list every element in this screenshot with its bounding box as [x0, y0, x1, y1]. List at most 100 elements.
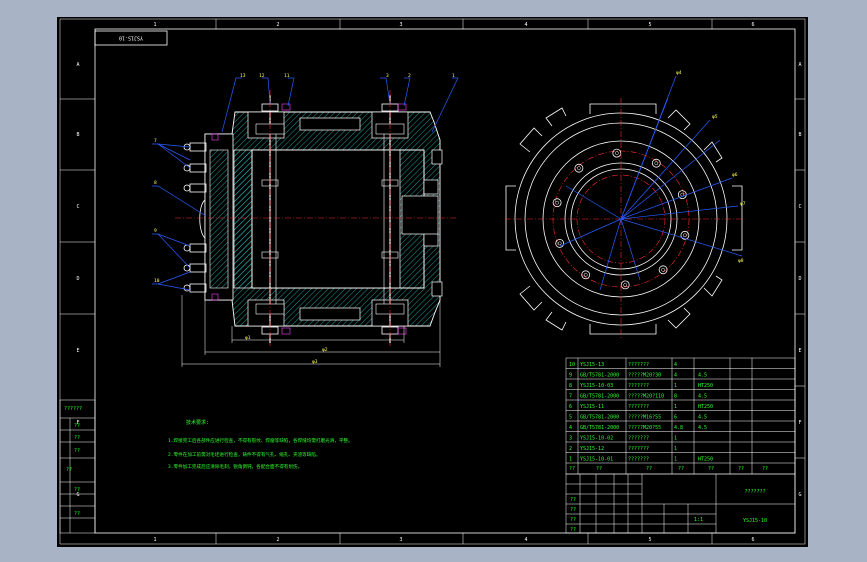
- section-leaders: [152, 77, 459, 291]
- title-left-3: ??: [570, 527, 576, 533]
- balloon-3: 3: [386, 73, 389, 79]
- column-label-bottom: 6: [751, 537, 754, 543]
- left-strip-5: ??: [74, 487, 80, 493]
- bom-cell-qty: 4.8: [674, 425, 683, 431]
- svg-text:φ5: φ5: [712, 114, 718, 120]
- bom-header-cell: ??: [596, 466, 602, 472]
- svg-text:φ1: φ1: [245, 335, 251, 341]
- balloon-2: 2: [408, 73, 411, 79]
- title-left-1: ??: [570, 507, 576, 513]
- column-label-top: 3: [399, 22, 402, 28]
- column-label-top: 4: [524, 22, 527, 28]
- bom-cell-no: 1: [569, 457, 572, 463]
- column-label-bottom: 5: [648, 537, 651, 543]
- bom-cell-qty: 6: [674, 415, 677, 421]
- bom-cell-name: ???????: [628, 383, 649, 389]
- bom-cell-code: YSJ15-11: [580, 404, 604, 410]
- svg-text:φ4: φ4: [676, 70, 682, 76]
- svg-text:φ7: φ7: [740, 201, 746, 207]
- bom-cell-code: GB/T5781-2000: [580, 373, 619, 379]
- column-label-top: 2: [276, 22, 279, 28]
- drawing-code-box-frame: [94, 30, 168, 46]
- column-label-top: 5: [648, 22, 651, 28]
- bom-cell-name: ???????: [628, 436, 649, 442]
- bom-cell-mat: HT250: [698, 457, 713, 463]
- bolt-hole: [658, 265, 668, 275]
- bom-cell-code: GB/T5781-2000: [580, 415, 619, 421]
- row-label-right: B: [798, 132, 801, 138]
- bom-cell-code: YSJ15-12: [580, 446, 604, 452]
- title-left-0: ??: [570, 497, 576, 503]
- bom-cell-no: 2: [569, 446, 572, 452]
- nut-highlights: [211, 103, 407, 335]
- balloon-10: 10: [154, 278, 160, 284]
- bom-cell-qty: 1: [674, 436, 677, 442]
- bom-cell-name: ?????M20?55: [628, 425, 661, 431]
- bom-cell-code: GB/T5781-2000: [580, 394, 619, 400]
- bom-cell-name: ???????: [628, 457, 649, 463]
- bom-cell-no: 10: [569, 362, 575, 368]
- bom-cell-code: YSJ15-10-02: [580, 436, 613, 442]
- balloon-8: 8: [154, 180, 157, 186]
- bom-cell-mat: 4.5: [698, 415, 707, 421]
- bom-cell-code: YSJ15-10-03: [580, 383, 613, 389]
- row-label-right: F: [798, 420, 801, 426]
- tech-line-3: 3.零件加工完成后应清除毛刺，锐角倒钝，各配合面不得有划伤。: [168, 463, 302, 470]
- bom-cell-qty: 1: [674, 383, 677, 389]
- bom-cell-mat: HT250: [698, 383, 713, 389]
- bom-cell-qty: 8: [674, 394, 677, 400]
- bom-cell-mat: 4.5: [698, 373, 707, 379]
- tech-line-1: 1.焊接完工后各部件应进行检查，不得有裂纹、焊瘤等缺陷，各焊缝均需打磨光滑，平整…: [168, 437, 353, 444]
- bom-cell-no: 9: [569, 373, 572, 379]
- bolt-hole: [680, 230, 690, 240]
- bolt-hole: [620, 280, 630, 290]
- bom-cell-qty: 4: [674, 373, 677, 379]
- left-strip-1: ??: [74, 423, 80, 429]
- row-label-left: A: [76, 62, 79, 68]
- bom-header-cell: ??: [569, 466, 575, 472]
- svg-text:φ8: φ8: [738, 258, 744, 264]
- bom-cell-qty: 4: [674, 362, 677, 368]
- column-label-bottom: 2: [276, 537, 279, 543]
- bom-cell-no: 6: [569, 404, 572, 410]
- left-strip-3: ??: [74, 448, 80, 454]
- bom-cell-no: 3: [569, 436, 572, 442]
- balloon-9: 9: [154, 228, 157, 234]
- row-label-right: C: [798, 204, 801, 210]
- outer-frame: [59, 18, 806, 545]
- svg-text:φ2: φ2: [322, 347, 328, 353]
- bolt-hole: [574, 163, 584, 173]
- bom-header-cell: ??: [708, 466, 714, 472]
- inner-frame: [94, 28, 796, 534]
- bom-header-cell: ??: [762, 466, 768, 472]
- left-strip: [59, 399, 96, 534]
- row-label-right: D: [798, 276, 801, 282]
- bom-header-cell: ??: [678, 466, 684, 472]
- section-view: φ1 φ2 φ3: [152, 77, 459, 367]
- bom-cell-name: ???????: [628, 362, 649, 368]
- left-strip-0: ??????: [64, 406, 82, 412]
- bom-cell-qty: 1: [674, 404, 677, 410]
- balloon-7: 7: [154, 138, 157, 144]
- bom-cell-no: 4: [569, 425, 572, 431]
- column-label-bottom: 4: [524, 537, 527, 543]
- row-label-right: A: [798, 62, 801, 68]
- column-label-top: 6: [751, 22, 754, 28]
- title-scale: 1:1: [694, 517, 703, 523]
- balloon-1: 1: [452, 73, 455, 79]
- tech-line-2: 2.零件在加工前需对毛坯进行检查，铸件不得有气孔、缩孔、夹渣等缺陷。: [168, 451, 321, 458]
- bom-cell-code: YSJ15-13: [580, 362, 604, 368]
- bom-cell-qty: 1: [674, 457, 677, 463]
- title-drawing-name: ???????: [744, 489, 765, 495]
- bom-header-cell: ??: [646, 466, 652, 472]
- balloon-11: 11: [284, 73, 290, 79]
- bom-cell-name: ?????M20?110: [628, 394, 664, 400]
- balloon-13: 13: [240, 73, 246, 79]
- bom-header: ??????????????: [569, 466, 768, 472]
- svg-text:φ6: φ6: [732, 172, 738, 178]
- bom-cell-name: ???????: [628, 404, 649, 410]
- bom-cell-code: GB/T5781-2000: [580, 425, 619, 431]
